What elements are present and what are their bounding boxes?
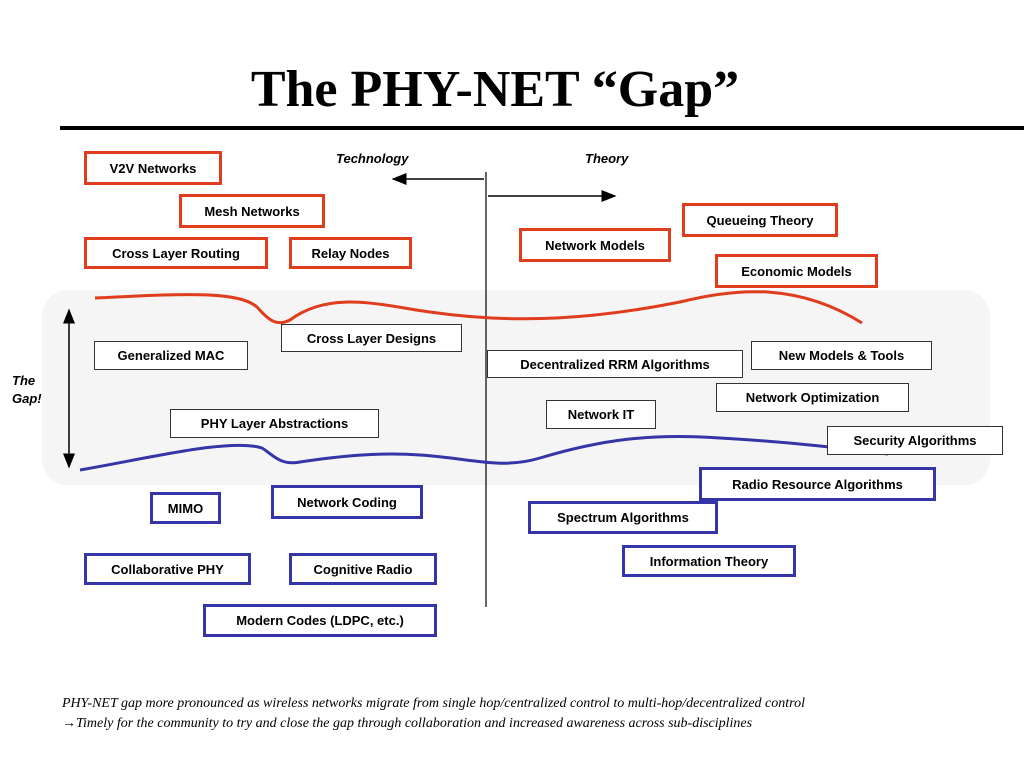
box-collaborative-phy: Collaborative PHY xyxy=(84,553,251,585)
technology-label: Technology xyxy=(336,151,409,166)
box-network-optimization: Network Optimization xyxy=(716,383,909,412)
theory-label: Theory xyxy=(585,151,629,166)
box-information-theory: Information Theory xyxy=(622,545,796,577)
box-mimo: MIMO xyxy=(150,492,221,524)
box-security-algorithms: Security Algorithms xyxy=(827,426,1003,455)
network-curve xyxy=(94,290,863,325)
title-divider xyxy=(60,126,1024,130)
box-cross-layer-designs: Cross Layer Designs xyxy=(281,324,462,352)
box-network-coding: Network Coding xyxy=(271,485,423,519)
phy-curve xyxy=(79,434,889,472)
box-queueing-theory: Queueing Theory xyxy=(682,203,838,237)
gap-label-line2: Gap! xyxy=(12,391,42,406)
box-mesh-networks: Mesh Networks xyxy=(179,194,325,228)
box-decentralized-rrm-algorithms: Decentralized RRM Algorithms xyxy=(487,350,743,378)
slide-title: The PHY-NET “Gap” xyxy=(250,61,740,118)
gap-label: The Gap! xyxy=(12,372,52,408)
slide-caption: PHY-NET gap more pronounced as wireless … xyxy=(62,694,1012,734)
box-cognitive-radio: Cognitive Radio xyxy=(289,553,437,585)
box-spectrum-algorithms: Spectrum Algorithms xyxy=(528,501,718,534)
box-network-models: Network Models xyxy=(519,228,671,262)
caption-line1: PHY-NET gap more pronounced as wireless … xyxy=(62,696,805,711)
box-phy-layer-abstractions: PHY Layer Abstractions xyxy=(170,409,379,438)
box-generalized-mac: Generalized MAC xyxy=(94,341,248,370)
box-relay-nodes: Relay Nodes xyxy=(289,237,412,269)
box-modern-codes: Modern Codes (LDPC, etc.) xyxy=(203,604,437,637)
box-economic-models: Economic Models xyxy=(715,254,878,288)
box-v2v-networks: V2V Networks xyxy=(84,151,222,185)
box-new-models-tools: New Models & Tools xyxy=(751,341,932,370)
box-cross-layer-routing: Cross Layer Routing xyxy=(84,237,268,269)
box-network-it: Network IT xyxy=(546,400,656,429)
caption-line2: →Timely for the community to try and clo… xyxy=(62,716,753,731)
box-radio-resource-algorithms: Radio Resource Algorithms xyxy=(699,467,936,501)
gap-label-line1: The xyxy=(12,373,36,388)
